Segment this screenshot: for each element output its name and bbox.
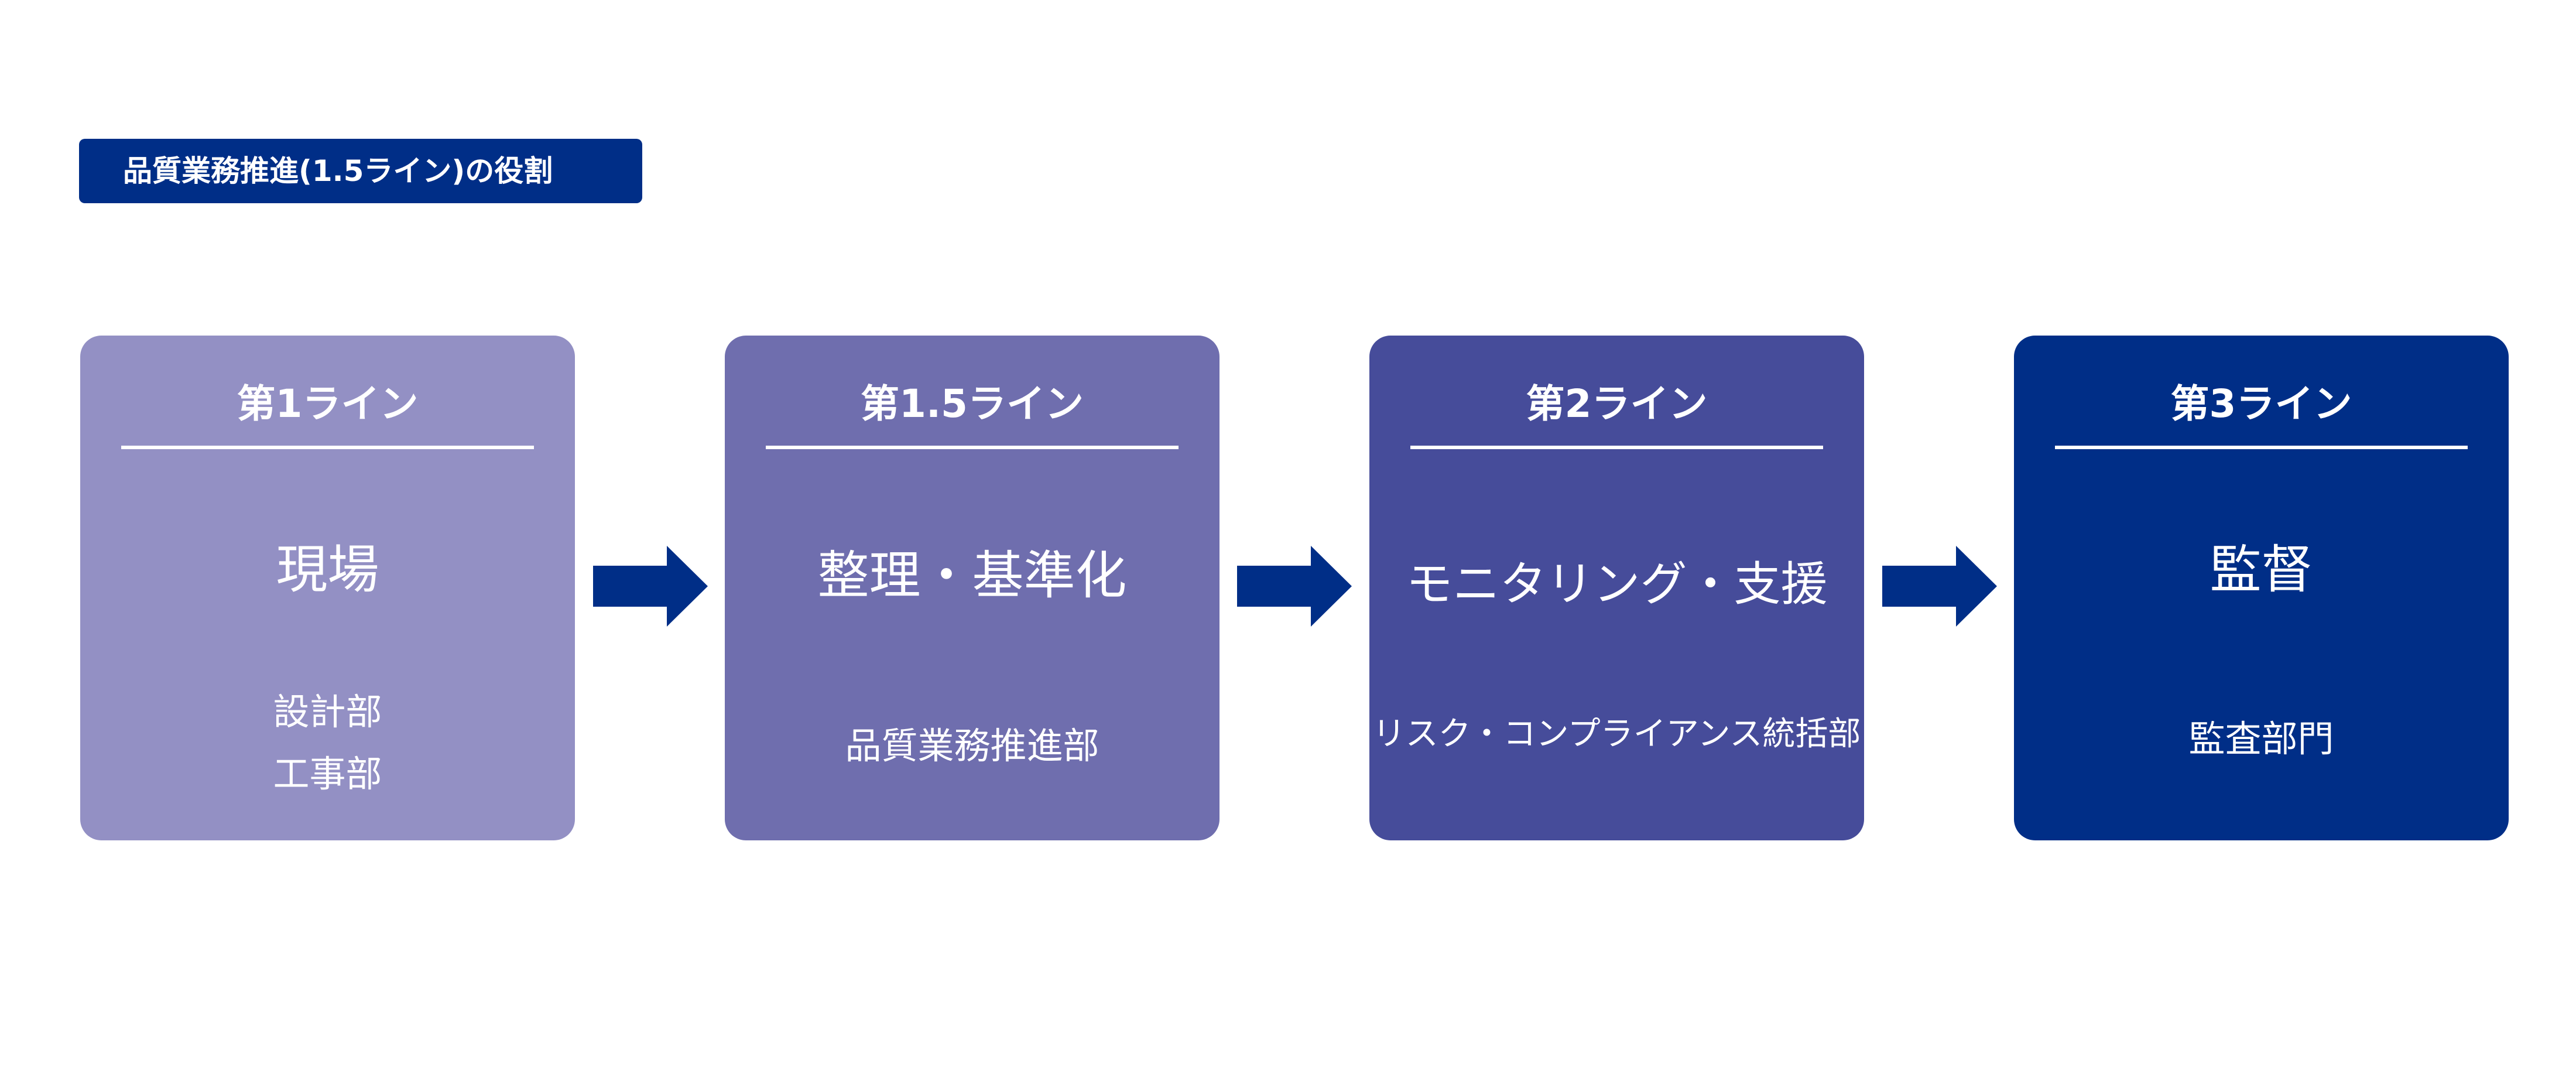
- line-departments: リスク・コンプライアンス統括部: [1369, 703, 1864, 765]
- line-departments: 監査部門: [2014, 708, 2509, 770]
- line-role: 現場: [276, 539, 379, 600]
- line-heading: 第2ライン: [1526, 381, 1708, 426]
- line-role: モニタリング・支援: [1406, 557, 1828, 611]
- line-heading: 第1ライン: [237, 381, 419, 426]
- arrow-right-icon: [593, 546, 708, 627]
- heading-divider: [121, 446, 534, 449]
- line-box-1: 第1ライン 現場 設計部 工事部: [80, 336, 575, 840]
- arrow-right-icon: [1237, 546, 1352, 627]
- heading-divider: [766, 446, 1179, 449]
- line-departments: 設計部 工事部: [80, 681, 575, 805]
- diagram-title: 品質業務推進(1.5ライン)の役割: [79, 139, 642, 203]
- line-heading: 第3ライン: [2170, 381, 2352, 426]
- arrow-right-icon: [1882, 546, 1997, 627]
- line-role: 監督: [2210, 539, 2313, 600]
- department-label: 監査部門: [2188, 717, 2334, 760]
- department-label: 品質業務推進部: [845, 724, 1099, 767]
- line-box-3: 第3ライン 監督 監査部門: [2014, 336, 2509, 840]
- line-heading: 第1.5ライン: [861, 381, 1084, 426]
- department-label: リスク・コンプライアンス統括部: [1372, 715, 1861, 753]
- department-label: 工事部: [273, 753, 382, 795]
- line-box-2: 第2ライン モニタリング・支援 リスク・コンプライアンス統括部: [1369, 336, 1864, 840]
- line-role: 整理・基準化: [817, 545, 1127, 606]
- heading-divider: [2055, 446, 2468, 449]
- line-box-1-5: 第1.5ライン 整理・基準化 品質業務推進部: [725, 336, 1220, 840]
- heading-divider: [1410, 446, 1823, 449]
- department-label: 設計部: [273, 690, 382, 733]
- line-departments: 品質業務推進部: [725, 715, 1220, 777]
